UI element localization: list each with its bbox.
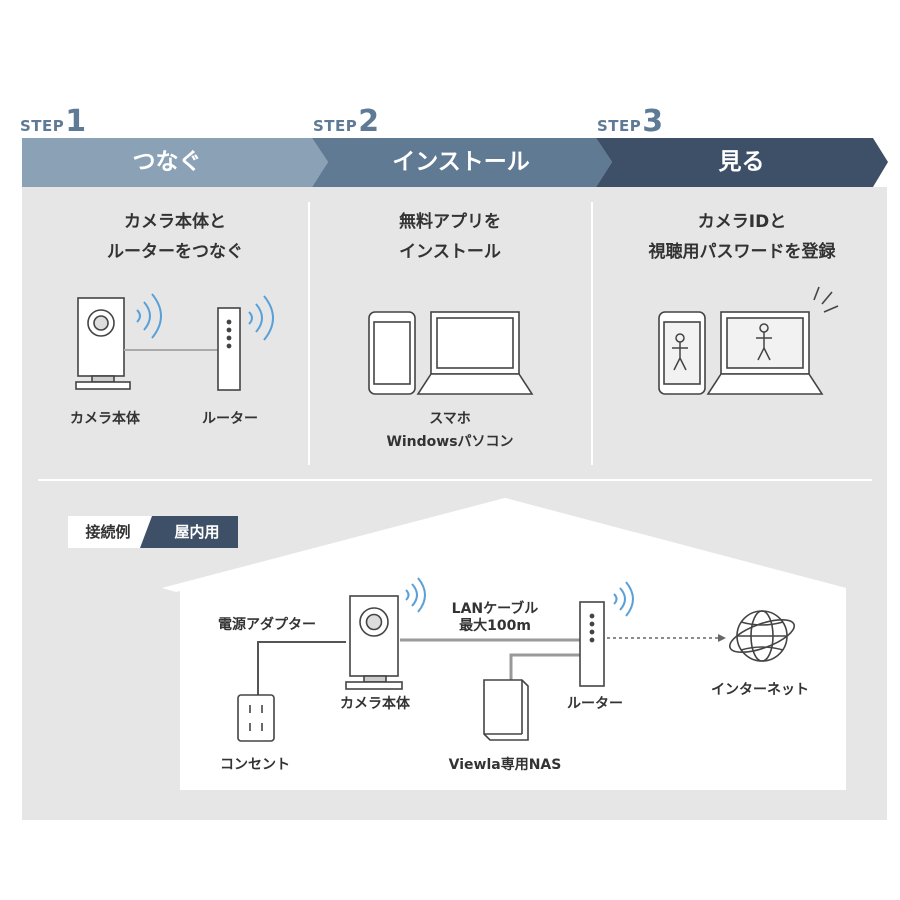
router-icon	[579, 601, 605, 687]
nas-cable	[509, 653, 580, 680]
step2-device-label-1: スマホ	[429, 411, 471, 427]
wifi-icon	[613, 581, 634, 617]
step1-camera-label: カメラ本体	[70, 411, 140, 427]
lan-cable-label-2: 最大100m	[459, 618, 531, 634]
step2-device-label-2: Windowsパソコン	[386, 434, 514, 450]
camera-icon	[345, 595, 403, 690]
adapter-label: 電源アダプター	[218, 617, 316, 633]
step1-label: STEP1	[20, 104, 87, 139]
laptop-icon	[416, 311, 534, 395]
step1-desc-line1: カメラ本体と	[124, 212, 226, 232]
nas-label: Viewla専用NAS	[448, 757, 562, 773]
wifi-icon	[405, 577, 426, 613]
sparkle-icon	[813, 286, 839, 313]
step2-desc-line2: インストール	[399, 242, 501, 262]
router-icon	[217, 307, 241, 391]
example-tag-label: 接続例	[85, 523, 131, 541]
camera-icon	[75, 297, 131, 390]
lan-cable-label-1: LANケーブル	[451, 601, 539, 617]
step2-banner	[312, 138, 612, 187]
nas-icon	[483, 679, 529, 741]
step2-description: 無料アプリを インストール	[335, 207, 565, 267]
internet-label: インターネット	[711, 682, 809, 698]
step1-router-label: ルーター	[202, 411, 258, 427]
tag-dark	[140, 516, 238, 548]
outlet-icon	[237, 694, 275, 742]
step3-title: 見る	[718, 149, 765, 175]
arrow-icon	[718, 634, 726, 642]
globe-icon	[728, 610, 796, 662]
indoor-tag-label: 屋内用	[174, 523, 220, 541]
person-icon	[756, 323, 772, 361]
wifi-icon	[248, 295, 274, 341]
step1-desc-line2: ルーターをつなぐ	[107, 242, 243, 262]
outlet-label: コンセント	[220, 757, 290, 773]
step3-desc-line1: カメラIDと	[697, 212, 787, 232]
step3-description: カメラIDと 視聴用パスワードを登録	[612, 207, 872, 267]
smartphone-icon	[368, 311, 416, 395]
step1-banner	[22, 138, 328, 187]
step2-title: インストール	[392, 149, 530, 175]
step3-desc-line2: 視聴用パスワードを登録	[648, 242, 836, 262]
power-cable	[257, 641, 346, 695]
step1-description: カメラ本体と ルーターをつなぐ	[60, 207, 290, 267]
smartphone-icon	[658, 311, 706, 395]
step2-desc-line1: 無料アプリを	[399, 212, 501, 232]
step1-title: つなぐ	[132, 149, 202, 175]
laptop-icon	[706, 311, 824, 395]
house-shape	[162, 498, 846, 790]
wifi-icon	[136, 293, 162, 339]
router-label: ルーター	[567, 696, 623, 712]
step3-banner	[596, 138, 888, 187]
camera-label: カメラ本体	[340, 696, 410, 712]
step3-label: STEP3	[597, 104, 664, 139]
step2-label: STEP2	[313, 104, 380, 139]
person-icon	[672, 333, 688, 371]
